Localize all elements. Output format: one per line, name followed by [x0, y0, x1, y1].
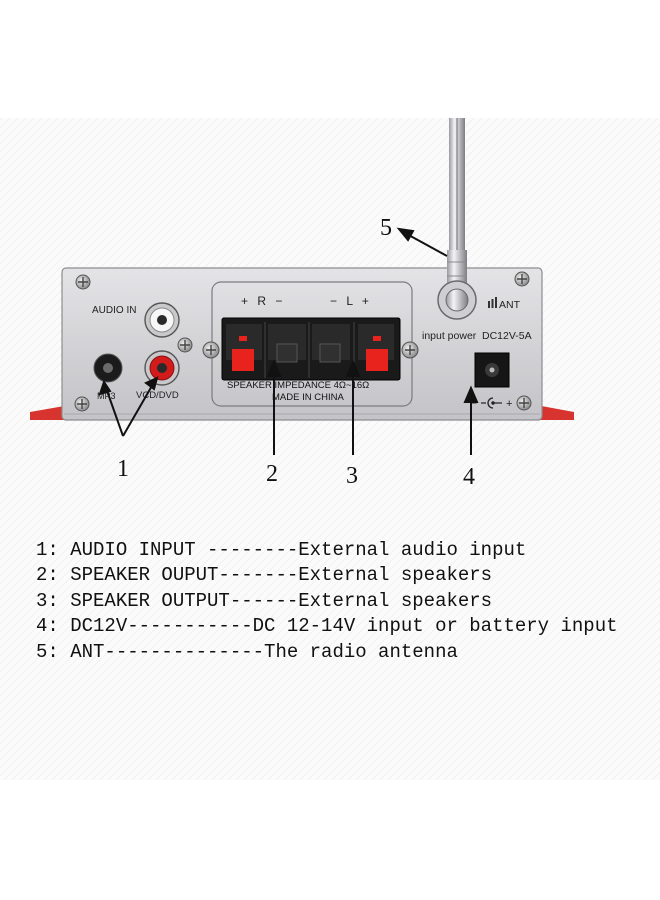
made-in-label: MADE IN CHINA	[272, 392, 344, 403]
audio-in-label: AUDIO IN	[92, 305, 136, 316]
panel-screw-bottom-right	[516, 395, 532, 411]
callout-number-1: 1	[117, 456, 129, 482]
arrow-2	[266, 359, 282, 455]
dc-polarity-plus: +	[506, 398, 512, 410]
vcd-dvd-label: VCD/DVD	[136, 390, 179, 401]
input-power-label: input power	[422, 330, 477, 342]
panel-screw-top-left	[75, 274, 91, 290]
legend-list: 1: AUDIO INPUT --------External audio in…	[36, 538, 618, 665]
mp3-jack	[93, 353, 123, 383]
panel-screw-bottom-left	[74, 396, 90, 412]
antenna-signal-icon	[488, 297, 497, 308]
arrow-5	[396, 227, 448, 257]
legend-item-1: 1: AUDIO INPUT --------External audio in…	[36, 539, 527, 561]
legend-item-5: 5: ANT--------------The radio antenna	[36, 640, 458, 663]
panel-screw-mid-left	[177, 337, 193, 353]
callout-number-3: 3	[346, 463, 358, 489]
speaker-polarity-left-channel: − L +	[330, 294, 372, 308]
arrow-1a	[98, 379, 124, 437]
speaker-polarity-right-channel: + R −	[241, 294, 285, 308]
rca-jack-red	[144, 350, 180, 386]
mp3-label: MP3	[97, 391, 116, 401]
callout-number-2: 2	[266, 461, 278, 487]
speaker-terminal-block	[221, 317, 401, 381]
arrow-4	[463, 385, 479, 455]
callout-number-4: 4	[463, 464, 475, 490]
rca-jack-white	[144, 302, 180, 338]
speaker-terminal-red-l	[366, 349, 388, 371]
speaker-terminal-black-l	[319, 343, 341, 363]
panel-screw-top-right	[514, 271, 530, 287]
arrow-3	[345, 359, 361, 455]
legend-item-2: 2: SPEAKER OUPUT-------External speakers	[36, 564, 493, 587]
background-photo-area	[0, 118, 660, 780]
callout-number-5: 5	[380, 215, 392, 241]
speaker-terminal-black-r	[276, 343, 298, 363]
callout-arrows	[98, 227, 479, 455]
speaker-impedance-label: SPEAKER IMPEDANCE 4Ω~16Ω	[227, 380, 369, 391]
legend-item-4: 4: DC12V-----------DC 12-14V input or ba…	[36, 615, 618, 638]
antenna-mount	[437, 280, 477, 320]
arrow-1b	[122, 376, 159, 437]
dc-power-jack	[474, 352, 510, 388]
terminal-screw-right	[401, 341, 419, 359]
legend-item-3: 3: SPEAKER OUTPUT------External speakers	[36, 589, 493, 612]
terminal-screw-left	[202, 341, 220, 359]
ant-label: ANT	[499, 299, 521, 311]
speaker-terminal-red-r	[232, 349, 254, 371]
dc-rating-label: DC12V-5A	[482, 330, 532, 342]
right-mount-bracket	[534, 405, 574, 420]
